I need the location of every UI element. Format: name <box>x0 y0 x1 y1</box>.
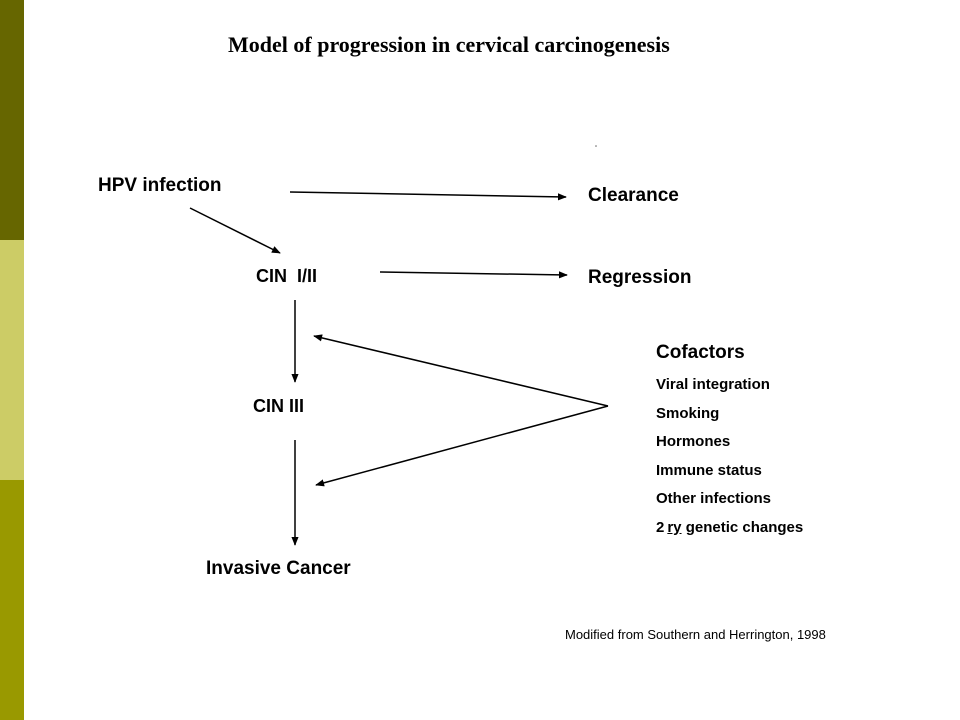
arrow-cin12-to-regression <box>379 271 568 279</box>
sidebar-decoration <box>0 0 24 720</box>
cofactor-number: 2 <box>656 518 665 536</box>
node-hpv-infection: HPV infection <box>98 175 222 196</box>
node-cin-1-2: CIN I/II <box>256 266 318 286</box>
node-regression: Regression <box>588 267 692 288</box>
arrow-hpv-to-clearance <box>289 191 567 201</box>
sidebar-band-middle <box>0 240 24 480</box>
source-footnote: Modified from Southern and Herrington, 1… <box>565 627 826 642</box>
node-clearance: Clearance <box>588 185 679 206</box>
cofactor-item: Viral integration <box>656 376 770 393</box>
cofactor-item: Immune status <box>656 461 762 479</box>
arrow-cofactors-to-cin12 <box>313 334 609 407</box>
diagram-title: Model of progression in cervical carcino… <box>228 32 670 57</box>
cofactor-item: Other infections <box>656 490 772 508</box>
sidebar-band-top <box>0 0 24 240</box>
cofactor-text: genetic changes <box>681 518 804 536</box>
arrow-cofactors-to-cin3 <box>315 405 609 487</box>
cofactor-item: Hormones <box>656 433 731 451</box>
arrow-hpv-to-cin12 <box>189 207 281 254</box>
node-cin-3: CIN III <box>253 396 305 416</box>
node-invasive-cancer: Invasive Cancer <box>206 558 351 579</box>
cofactor-suffix: ry <box>667 518 682 536</box>
stray-dot <box>595 145 597 147</box>
cofactors-list: Cofactors Viral integration Smoking Horm… <box>656 342 803 543</box>
cofactor-item: Smoking <box>656 404 720 422</box>
sidebar-band-bottom <box>0 480 24 720</box>
cofactors-heading: Cofactors <box>656 342 745 363</box>
